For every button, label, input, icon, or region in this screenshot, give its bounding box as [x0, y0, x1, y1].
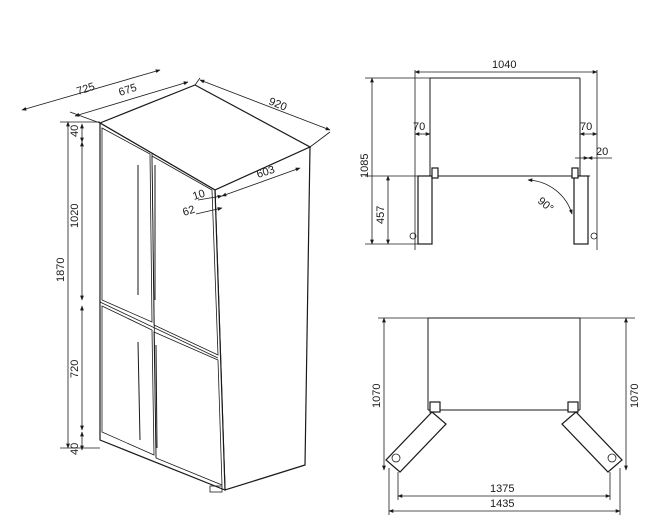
label-920: 920 — [267, 96, 289, 114]
fridge-side — [214, 146, 311, 491]
label-40-top: 40 — [69, 125, 81, 137]
label-1375: 1375 — [490, 483, 514, 495]
lower-left-door — [101, 305, 155, 456]
dim-62-line — [195, 207, 223, 215]
bottom-view: 1070 1070 1375 1435 — [371, 317, 641, 515]
dim-920-line — [199, 79, 331, 131]
plan-hinge-right — [567, 401, 579, 413]
label-70-left: 70 — [413, 121, 425, 133]
angle-arc — [527, 178, 573, 215]
handle-dot-right — [590, 232, 598, 240]
label-603: 603 — [255, 164, 276, 181]
label-1870: 1870 — [55, 258, 67, 282]
isometric-fridge: 725 675 920 40 1020 1870 720 40 603 10 6… — [21, 69, 331, 493]
label-1070-right: 1070 — [629, 384, 641, 408]
door-right-open — [573, 175, 589, 245]
label-675: 675 — [117, 82, 138, 99]
label-725: 725 — [75, 81, 96, 98]
label-90deg: 90° — [535, 195, 555, 215]
label-1435: 1435 — [490, 498, 514, 510]
door-left-open — [417, 175, 433, 245]
label-40-bottom: 40 — [69, 443, 81, 455]
label-70-right: 70 — [580, 121, 592, 133]
dim-603-line — [221, 167, 301, 197]
plan-hinge-left — [429, 401, 441, 413]
handle-dot-left — [409, 232, 417, 240]
label-1070-left: 1070 — [371, 384, 383, 408]
top-view: 1040 1085 457 70 70 20 90° — [359, 59, 612, 250]
fridge-front — [99, 121, 226, 491]
plan-handle-left — [391, 453, 401, 463]
label-720: 720 — [69, 360, 81, 378]
label-10: 10 — [191, 188, 206, 203]
ext-line — [69, 111, 101, 124]
label-62: 62 — [181, 204, 196, 219]
plan-handle-right — [607, 453, 617, 463]
label-457: 457 — [375, 206, 387, 224]
ext-line — [309, 131, 331, 148]
label-1040: 1040 — [492, 59, 516, 71]
dim-675-line — [74, 81, 189, 117]
compartment-split-line — [99, 301, 219, 359]
plan-door-right — [561, 411, 623, 473]
ext-line — [194, 77, 201, 86]
label-1020: 1020 — [69, 204, 81, 228]
hinge-left — [431, 167, 439, 179]
upper-left-door — [101, 127, 153, 323]
label-20: 20 — [596, 146, 608, 158]
handle-lower-right — [155, 344, 158, 449]
door-split-line — [151, 153, 157, 459]
dim-10-line — [197, 194, 223, 201]
handle-lower-left — [137, 341, 141, 441]
hinge-right — [571, 167, 579, 179]
plan-door-left — [385, 411, 447, 473]
foot — [209, 485, 223, 493]
label-1085: 1085 — [359, 154, 371, 178]
